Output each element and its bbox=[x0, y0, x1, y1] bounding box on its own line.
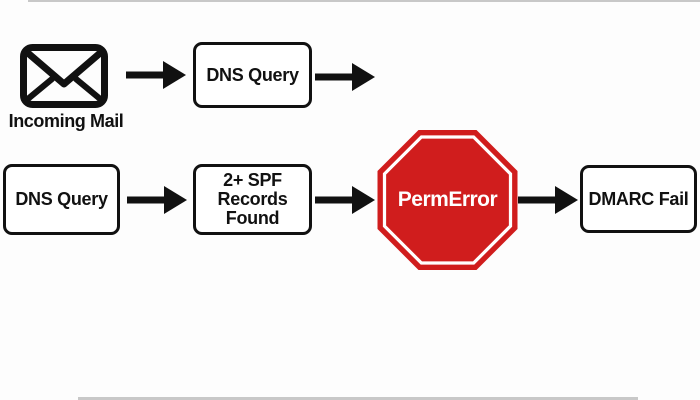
spf-line-2: Records bbox=[217, 189, 288, 209]
envelope-icon bbox=[20, 44, 108, 108]
flow-arrow bbox=[315, 63, 375, 91]
dns-query-label: DNS Query bbox=[206, 64, 299, 85]
spf-records-box: 2+ SPF Records Found bbox=[193, 164, 312, 235]
dmarc-fail-label: DMARC Fail bbox=[588, 188, 689, 209]
top-edge-artifact bbox=[28, 0, 700, 2]
dns-query-box-bottom: DNS Query bbox=[3, 164, 120, 235]
flow-arrow bbox=[126, 61, 186, 89]
permerror-label: PermError bbox=[397, 188, 498, 211]
bottom-edge-artifact bbox=[78, 397, 638, 400]
dmarc-fail-box: DMARC Fail bbox=[580, 165, 697, 233]
flow-arrow bbox=[518, 186, 578, 214]
flow-arrow bbox=[127, 186, 187, 214]
permerror-stop-sign: PermError bbox=[377, 130, 518, 270]
spf-line-3: Found bbox=[225, 208, 280, 228]
dns-query-label: DNS Query bbox=[15, 189, 108, 209]
flow-arrow bbox=[315, 186, 375, 214]
spf-line-1: 2+ SPF bbox=[223, 170, 282, 190]
incoming-mail-label: Incoming Mail bbox=[8, 111, 124, 131]
stop-sign-octagon-icon bbox=[377, 130, 518, 270]
dns-query-box-top: DNS Query bbox=[193, 42, 312, 108]
